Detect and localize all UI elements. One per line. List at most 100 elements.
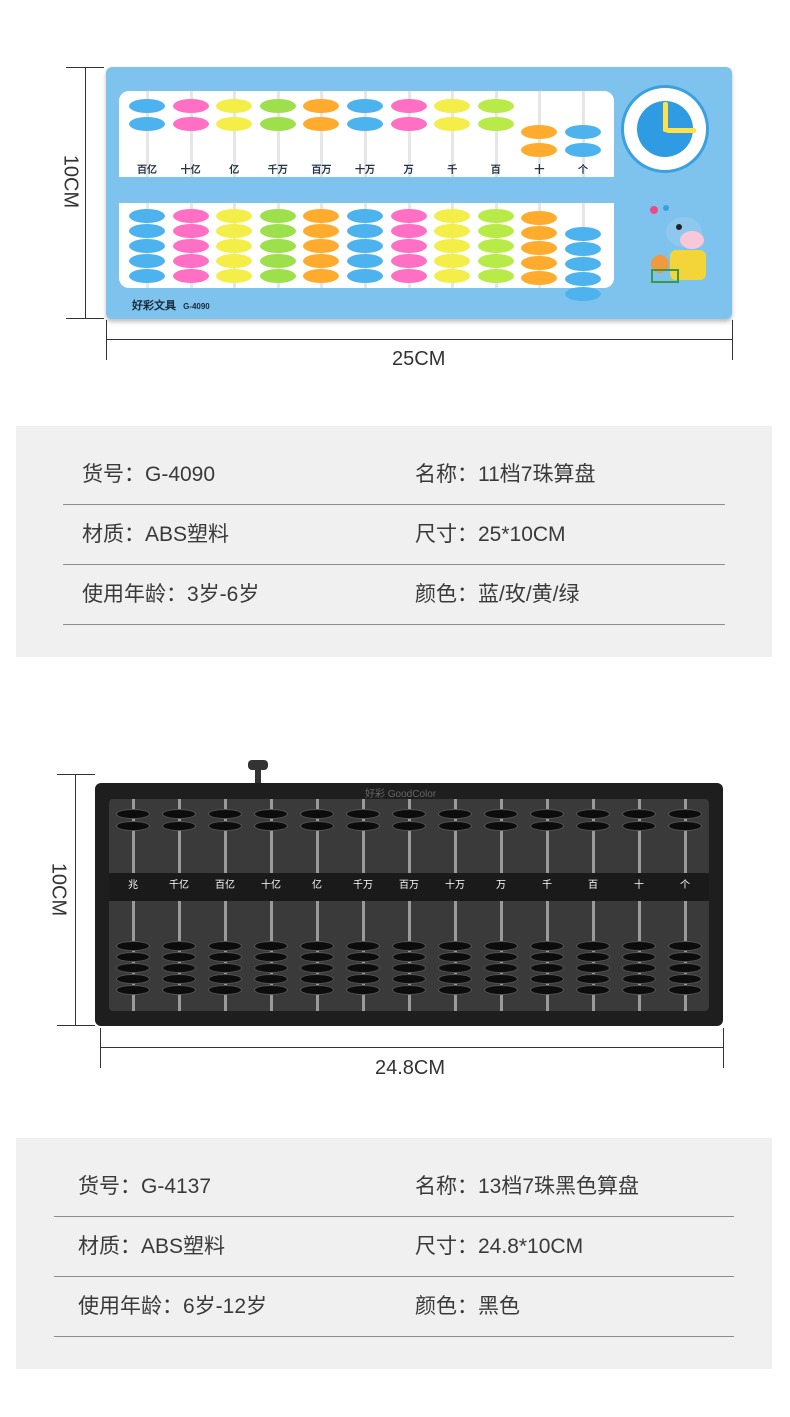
lower-bead[interactable]	[434, 239, 471, 253]
lower-bead[interactable]	[668, 952, 702, 962]
upper-bead[interactable]	[392, 821, 426, 831]
upper-bead[interactable]	[162, 821, 196, 831]
lower-bead[interactable]	[254, 941, 288, 951]
lower-bead[interactable]	[434, 254, 471, 268]
upper-bead[interactable]	[172, 117, 209, 131]
lower-bead[interactable]	[129, 269, 165, 283]
lower-bead[interactable]	[576, 952, 610, 962]
lower-bead[interactable]	[347, 239, 383, 253]
lower-bead[interactable]	[259, 254, 296, 268]
upper-bead[interactable]	[668, 809, 702, 819]
lower-bead[interactable]	[259, 239, 296, 253]
lower-bead[interactable]	[116, 941, 150, 951]
lower-bead[interactable]	[668, 963, 702, 973]
lower-bead[interactable]	[208, 941, 242, 951]
lower-bead[interactable]	[392, 952, 426, 962]
upper-bead[interactable]	[254, 809, 288, 819]
lower-bead[interactable]	[162, 952, 196, 962]
lower-bead[interactable]	[300, 974, 334, 984]
upper-bead[interactable]	[434, 99, 471, 113]
upper-bead[interactable]	[438, 821, 472, 831]
upper-bead[interactable]	[434, 117, 471, 131]
lower-bead[interactable]	[668, 985, 702, 995]
upper-bead[interactable]	[484, 821, 518, 831]
lower-bead[interactable]	[216, 239, 253, 253]
upper-bead[interactable]	[303, 117, 340, 131]
lower-bead[interactable]	[390, 269, 427, 283]
upper-bead[interactable]	[259, 99, 296, 113]
lower-bead[interactable]	[668, 941, 702, 951]
upper-bead[interactable]	[259, 117, 296, 131]
upper-bead[interactable]	[530, 809, 564, 819]
lower-bead[interactable]	[162, 985, 196, 995]
lower-bead[interactable]	[434, 224, 471, 238]
lower-bead[interactable]	[254, 963, 288, 973]
upper-bead[interactable]	[576, 821, 610, 831]
lower-bead[interactable]	[300, 985, 334, 995]
upper-bead[interactable]	[668, 821, 702, 831]
upper-bead[interactable]	[300, 809, 334, 819]
lower-bead[interactable]	[254, 974, 288, 984]
upper-bead[interactable]	[622, 821, 656, 831]
lower-bead[interactable]	[576, 963, 610, 973]
upper-bead[interactable]	[477, 99, 514, 113]
lower-bead[interactable]	[565, 272, 601, 286]
lower-bead[interactable]	[622, 952, 656, 962]
lower-bead[interactable]	[259, 224, 296, 238]
upper-bead[interactable]	[390, 99, 427, 113]
lower-bead[interactable]	[521, 271, 558, 285]
lower-bead[interactable]	[129, 239, 165, 253]
lower-bead[interactable]	[576, 941, 610, 951]
lower-bead[interactable]	[216, 224, 253, 238]
lower-bead[interactable]	[346, 941, 380, 951]
upper-bead[interactable]	[300, 821, 334, 831]
lower-bead[interactable]	[172, 269, 209, 283]
upper-bead[interactable]	[565, 125, 601, 139]
lower-bead[interactable]	[576, 974, 610, 984]
lower-bead[interactable]	[484, 952, 518, 962]
lower-bead[interactable]	[622, 963, 656, 973]
lower-bead[interactable]	[254, 952, 288, 962]
upper-bead[interactable]	[346, 809, 380, 819]
lower-bead[interactable]	[172, 254, 209, 268]
lower-bead[interactable]	[438, 941, 472, 951]
upper-bead[interactable]	[347, 99, 383, 113]
lower-bead[interactable]	[129, 209, 165, 223]
upper-bead[interactable]	[208, 809, 242, 819]
upper-bead[interactable]	[622, 809, 656, 819]
lower-bead[interactable]	[390, 209, 427, 223]
lower-bead[interactable]	[162, 974, 196, 984]
lower-bead[interactable]	[162, 941, 196, 951]
lower-bead[interactable]	[346, 963, 380, 973]
lower-bead[interactable]	[162, 963, 196, 973]
lower-bead[interactable]	[216, 269, 253, 283]
lower-bead[interactable]	[390, 254, 427, 268]
lower-bead[interactable]	[565, 227, 601, 241]
lower-bead[interactable]	[530, 963, 564, 973]
lower-bead[interactable]	[392, 974, 426, 984]
upper-bead[interactable]	[438, 809, 472, 819]
lower-bead[interactable]	[254, 985, 288, 995]
upper-bead[interactable]	[208, 821, 242, 831]
lower-bead[interactable]	[438, 974, 472, 984]
lower-bead[interactable]	[484, 974, 518, 984]
lower-bead[interactable]	[477, 224, 514, 238]
lower-bead[interactable]	[116, 974, 150, 984]
lower-bead[interactable]	[668, 974, 702, 984]
lower-bead[interactable]	[477, 254, 514, 268]
upper-bead[interactable]	[390, 117, 427, 131]
lower-bead[interactable]	[521, 256, 558, 270]
lower-bead[interactable]	[347, 209, 383, 223]
lower-bead[interactable]	[300, 963, 334, 973]
lower-bead[interactable]	[392, 963, 426, 973]
lower-bead[interactable]	[438, 952, 472, 962]
upper-bead[interactable]	[303, 99, 340, 113]
lower-bead[interactable]	[392, 985, 426, 995]
lower-bead[interactable]	[521, 241, 558, 255]
lower-bead[interactable]	[116, 985, 150, 995]
lower-bead[interactable]	[259, 269, 296, 283]
lower-bead[interactable]	[521, 226, 558, 240]
lower-bead[interactable]	[300, 941, 334, 951]
upper-bead[interactable]	[116, 809, 150, 819]
lower-bead[interactable]	[484, 985, 518, 995]
